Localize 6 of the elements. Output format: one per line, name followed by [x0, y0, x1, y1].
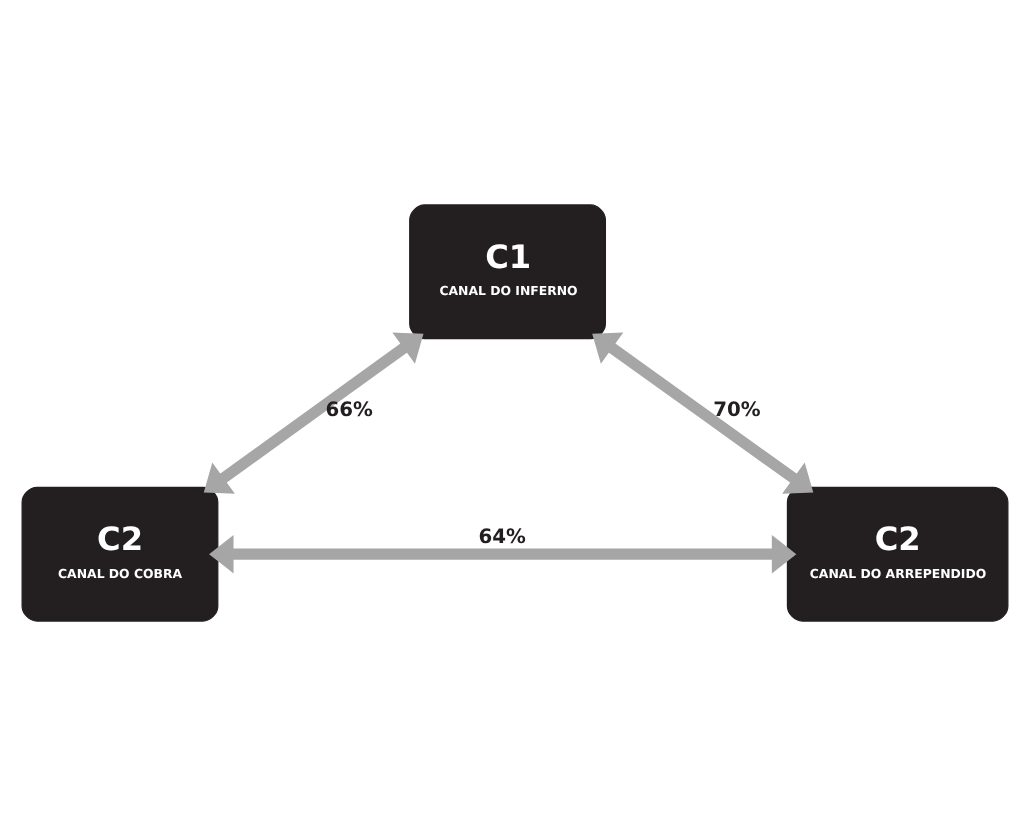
- arrow: [209, 533, 797, 573]
- arrow: [592, 331, 814, 493]
- edge-label: 70%: [713, 399, 761, 422]
- arrow: [203, 331, 424, 493]
- edge-label: 66%: [325, 399, 373, 422]
- edge-label: 64%: [478, 525, 526, 548]
